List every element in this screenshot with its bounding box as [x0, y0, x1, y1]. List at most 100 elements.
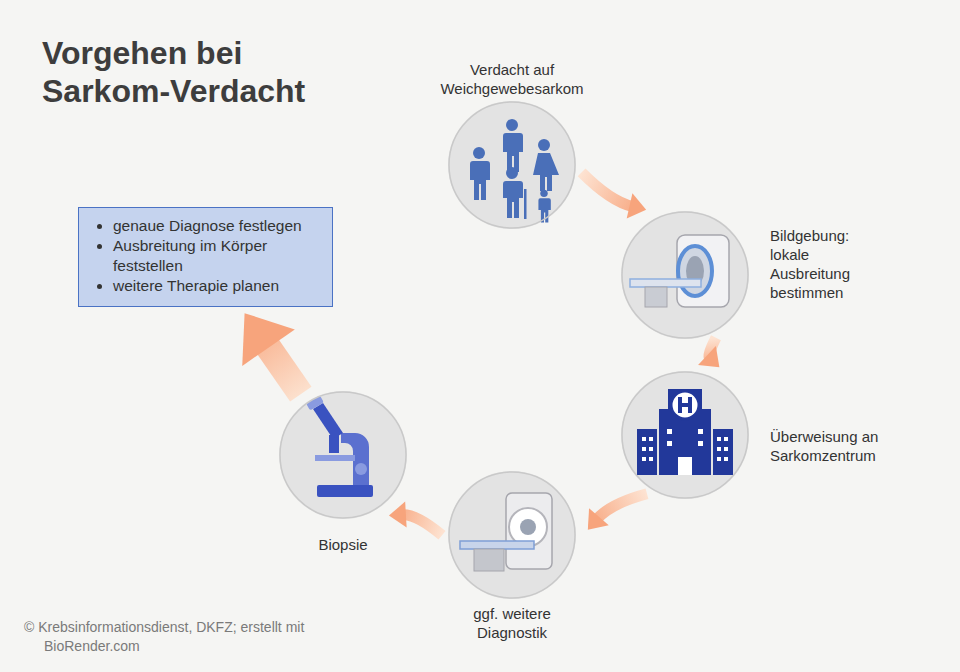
people-icon: [470, 119, 559, 223]
arrow-shaft: [264, 341, 301, 394]
circle-outline: [448, 471, 576, 599]
step-label-wrap: Überweisung an Sarkomzentrum: [770, 427, 902, 465]
bullet-item: weitere Therapie planen: [113, 276, 322, 296]
circle-border: [280, 392, 406, 518]
elderly-figure: [506, 167, 518, 179]
step-circle: Biopsie: [279, 391, 407, 519]
woman-figure: [533, 139, 559, 191]
step-label-wrap: Verdacht auf Weichgewebesarkom: [417, 60, 607, 98]
ct-bed-stand: [474, 549, 504, 571]
arrow-head: [588, 508, 609, 529]
bullet-item: genaue Diagnose festlegen: [113, 216, 322, 236]
hospital-h-glyph: [678, 397, 692, 413]
microscope-stage: [315, 455, 355, 461]
step-label: Bildgebung: lokale Ausbreitung bestimmen: [770, 226, 870, 302]
hospital-windows: [724, 457, 728, 461]
flow-arrow: [698, 338, 719, 367]
ct-gantry: [506, 493, 552, 569]
microscope-base: [317, 485, 373, 497]
hospital-windows: [649, 437, 653, 441]
circle-fill: [448, 101, 576, 229]
arrow-shaft: [597, 494, 647, 520]
step-circle: Verdacht auf Weichgewebesarkom: [448, 101, 576, 229]
hospital-wing: [713, 429, 733, 475]
step-label: Überweisung an Sarkomzentrum: [770, 427, 902, 465]
circle-outline: [621, 371, 749, 499]
bullet-item: Ausbreitung im Körper feststellen: [113, 236, 322, 276]
circle-fill: [621, 371, 749, 499]
big-flow-arrow: [242, 313, 301, 394]
microscope-knob: [355, 463, 367, 475]
hospital-sign: [671, 391, 699, 419]
woman-figure: [538, 139, 550, 151]
hospital-windows: [724, 447, 728, 451]
arrow-head: [698, 346, 719, 367]
circle-outline: [621, 211, 749, 339]
cane: [524, 189, 527, 219]
circle-border: [449, 472, 575, 598]
circle-border: [622, 212, 748, 338]
microscope-icon: [306, 396, 373, 497]
circle-fills: [279, 101, 749, 599]
arrow-shaft: [582, 172, 633, 206]
step-label-wrap: Biopsie: [303, 535, 383, 554]
step-label-wrap: Bildgebung: lokale Ausbreitung bestimmen: [770, 226, 870, 302]
arrow-shaft: [403, 515, 442, 535]
hospital-windows: [667, 429, 672, 434]
flow-arrow: [389, 502, 442, 536]
mri-housing: [677, 235, 729, 307]
mri-icon: [630, 235, 729, 307]
ct-icon: [460, 493, 552, 571]
hospital-windows: [667, 441, 672, 446]
credit-note: © Krebsinformationsdienst, DKFZ; erstell…: [24, 618, 306, 656]
info-box: genaue Diagnose festlegenAusbreitung im …: [78, 207, 333, 307]
hospital-windows: [642, 447, 646, 451]
ct-bed: [460, 541, 534, 549]
person-figure: [503, 119, 523, 172]
child-figure: [538, 190, 550, 223]
hospital-windows: [642, 429, 728, 475]
hospital-windows: [698, 441, 703, 446]
woman-figure: [533, 153, 559, 191]
circle-outline: [279, 391, 407, 519]
circle-border: [622, 372, 748, 498]
bullet-list: genaue Diagnose festlegenAusbreitung im …: [79, 216, 322, 297]
hospital-wing: [637, 429, 657, 475]
step-circle: Bildgebung: lokale Ausbreitung bestimmen: [621, 211, 749, 339]
hospital-windows: [717, 437, 721, 441]
elderly-figure: [503, 167, 527, 219]
hospital-h-glyph: [680, 403, 690, 407]
circle-border: [449, 102, 575, 228]
hospital-icon: [637, 389, 733, 475]
flow-arrow: [582, 172, 647, 218]
hospital-windows: [724, 437, 728, 441]
hospital-windows: [717, 447, 721, 451]
step-circle: Überweisung an Sarkomzentrum: [621, 371, 749, 499]
circle-fill: [279, 391, 407, 519]
circle-fill: [448, 471, 576, 599]
diagram-title: Vorgehen bei Sarkom-Verdacht: [42, 34, 342, 111]
hospital-windows: [678, 457, 692, 475]
ct-bore: [520, 519, 536, 535]
step-label: ggf. weitere Diagnostik: [437, 604, 587, 642]
mri-bed: [630, 279, 701, 287]
hospital-windows: [698, 429, 703, 434]
step-circle: ggf. weitere Diagnostik: [448, 471, 576, 599]
elderly-figure: [503, 181, 523, 218]
arrow-head: [627, 193, 646, 218]
hospital-windows: [642, 457, 646, 461]
hospital-windows: [717, 457, 721, 461]
child-figure: [540, 190, 547, 197]
person-figure: [470, 147, 490, 200]
hospital-windows: [649, 447, 653, 451]
hospital-windows: [642, 437, 646, 441]
flow-arrow: [588, 494, 647, 530]
circle-fill: [621, 211, 749, 339]
mri-bore: [678, 246, 712, 296]
hospital-windows: [649, 457, 653, 461]
step-label: Biopsie: [303, 535, 383, 554]
circle-outline: [448, 101, 576, 229]
mri-bed-stand: [645, 287, 667, 307]
arrow-head: [389, 502, 407, 528]
step-label-wrap: ggf. weitere Diagnostik: [437, 604, 587, 642]
